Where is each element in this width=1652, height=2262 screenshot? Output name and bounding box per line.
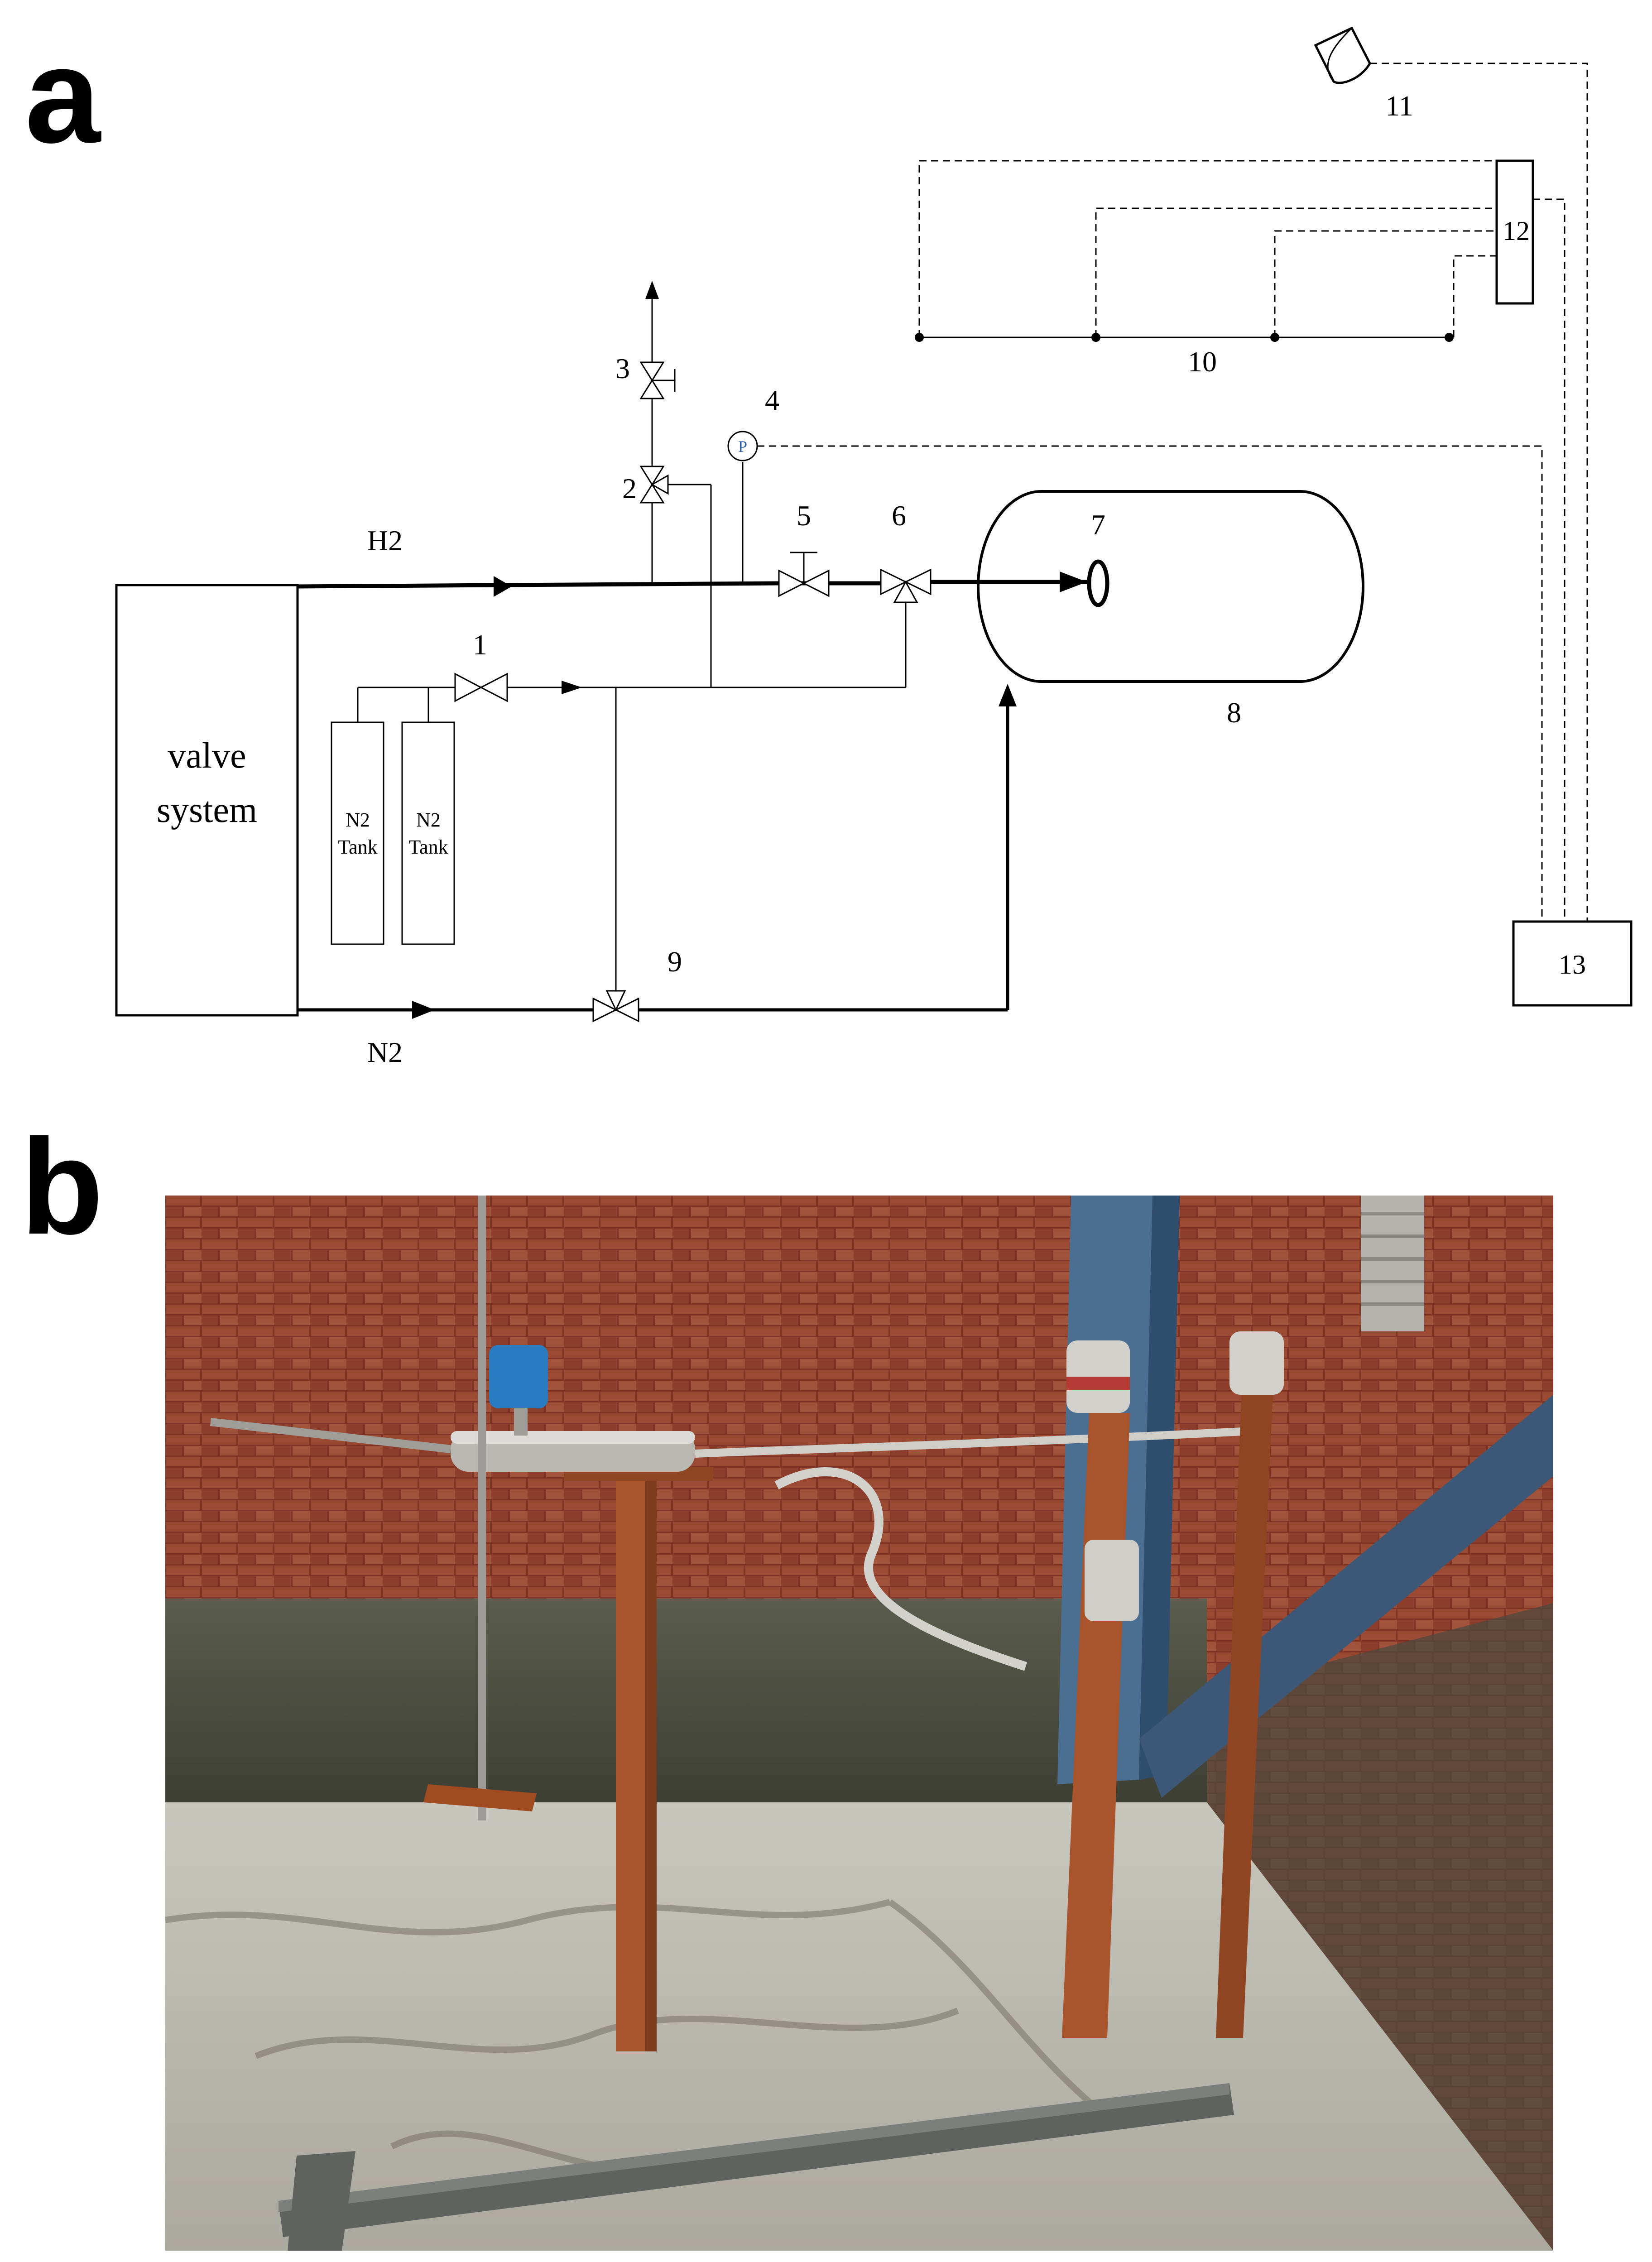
svg-text:N2: N2 (346, 809, 370, 831)
label-13: 13 (1559, 950, 1586, 980)
pressure-transmitter (489, 1345, 548, 1408)
camera-icon (1314, 26, 1371, 84)
valve-9-icon (592, 990, 639, 1023)
wall-base (165, 1599, 1207, 1802)
valve-2-icon (639, 466, 669, 504)
sensor-line (915, 333, 1454, 342)
label-9: 9 (668, 946, 682, 978)
n2-tank-right: N2 Tank (401, 721, 455, 945)
panel-label-b: b (20, 1110, 104, 1263)
valve-5-icon (778, 552, 830, 597)
n2-line: N2 (298, 684, 1017, 1068)
valve-system-label-line1: valve (168, 736, 246, 776)
n2-manifold (357, 484, 907, 991)
panel-label-a: a (25, 19, 101, 171)
valve-6-icon (880, 568, 932, 603)
svg-text:Tank: Tank (408, 836, 448, 858)
label-12: 12 (1503, 216, 1530, 246)
label-7: 7 (1091, 509, 1105, 541)
label-1: 1 (473, 629, 487, 661)
label-8: 8 (1227, 696, 1241, 729)
valve-1-icon (454, 672, 508, 702)
valve-actuator-2 (1229, 1331, 1284, 1395)
n2-tank-left: N2 Tank (331, 721, 384, 945)
h2-label: H2 (367, 524, 403, 557)
label-4: 4 (765, 384, 779, 416)
svg-text:Tank: Tank (338, 836, 377, 858)
label-3: 3 (615, 352, 630, 384)
signal-wiring (757, 62, 1588, 922)
label-2: 2 (622, 472, 637, 504)
schematic-diagram: valve system H2 N2 9 (115, 26, 1633, 1068)
pressure-gauge-icon: P (727, 431, 758, 583)
data-logger-box (1495, 159, 1534, 305)
svg-text:N2: N2 (416, 809, 441, 831)
h2-line: H2 (297, 524, 1087, 597)
n2-label: N2 (367, 1036, 403, 1068)
valve-actuator-3 (1085, 1540, 1139, 1621)
ignition-ring-icon (1087, 559, 1109, 607)
test-vessel (977, 490, 1364, 683)
test-rig-photo (165, 1196, 1553, 2251)
valve-system-label-line2: system (157, 790, 257, 830)
label-6: 6 (892, 499, 906, 532)
valve-3-icon (639, 361, 676, 399)
bellows-pipe (1361, 1196, 1424, 1331)
pressure-gauge-symbol: P (738, 437, 747, 456)
label-10: 10 (1188, 346, 1217, 378)
valve-system-box: valve system (115, 584, 299, 1017)
computer-box (1512, 920, 1633, 1007)
label-5: 5 (797, 499, 811, 532)
label-11: 11 (1385, 90, 1413, 122)
